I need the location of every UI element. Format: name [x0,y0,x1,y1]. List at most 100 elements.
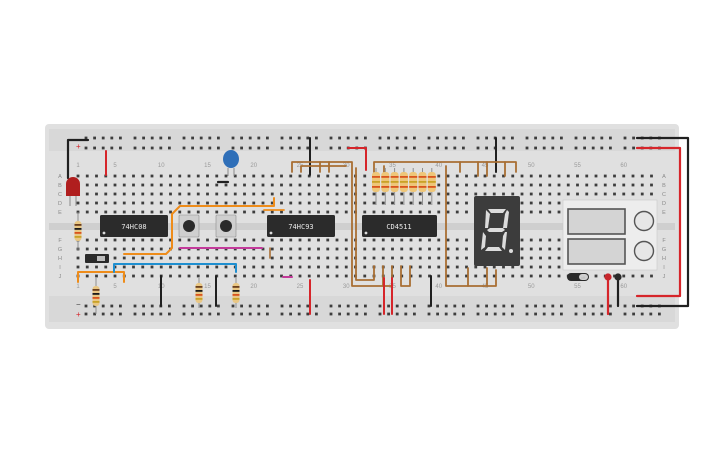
breadboard-hole[interactable] [548,265,552,269]
breadboard-hole[interactable] [453,136,457,140]
breadboard-hole[interactable] [539,274,542,278]
breadboard-hole[interactable] [600,304,604,308]
psu-terminal-negative[interactable] [614,273,622,281]
breadboard-hole[interactable] [122,238,126,242]
breadboard-hole[interactable] [119,312,122,316]
breadboard-hole[interactable] [178,210,182,214]
breadboard-hole[interactable] [548,174,552,178]
breadboard-hole[interactable] [317,192,320,196]
breadboard-hole[interactable] [335,183,339,187]
breadboard-hole[interactable] [196,274,200,278]
breadboard-hole[interactable] [133,146,137,150]
breadboard-hole[interactable] [208,146,212,150]
breadboard-hole[interactable] [418,247,422,251]
breadboard-hole[interactable] [474,174,478,178]
breadboard-hole[interactable] [76,265,80,269]
breadboard-hole[interactable] [298,247,302,251]
breadboard-hole[interactable] [252,192,256,196]
breadboard-hole[interactable] [551,312,555,316]
breadboard-hole[interactable] [428,247,431,251]
breadboard-hole[interactable] [289,238,293,242]
breadboard-hole[interactable] [280,210,283,214]
breadboard-hole[interactable] [307,247,311,251]
breadboard-hole[interactable] [289,256,293,260]
breadboard-hole[interactable] [566,192,570,196]
breadboard-hole[interactable] [233,192,237,196]
pushbutton-1[interactable] [178,214,200,238]
breadboard-hole[interactable] [583,146,586,150]
breadboard-hole[interactable] [266,146,269,150]
breadboard-hole[interactable] [346,136,350,140]
breadboard-hole[interactable] [101,146,105,150]
breadboard-hole[interactable] [150,183,154,187]
breadboard-hole[interactable] [243,210,246,214]
breadboard-hole[interactable] [551,304,555,308]
breadboard-hole[interactable] [178,201,182,205]
breadboard-hole[interactable] [427,304,431,308]
wire-black[interactable] [635,136,690,308]
breadboard-hole[interactable] [378,136,382,140]
breadboard-hole[interactable] [233,201,237,205]
breadboard-hole[interactable] [378,304,382,308]
breadboard-hole[interactable] [233,174,237,178]
breadboard-hole[interactable] [344,183,348,187]
breadboard-hole[interactable] [346,312,350,316]
breadboard-hole[interactable] [317,256,320,260]
breadboard-hole[interactable] [224,238,228,242]
breadboard-hole[interactable] [101,304,105,308]
breadboard-hole[interactable] [317,274,320,278]
breadboard-hole[interactable] [280,247,283,251]
breadboard-hole[interactable] [122,247,126,251]
breadboard-hole[interactable] [133,136,137,140]
breadboard-hole[interactable] [372,238,376,242]
breadboard-hole[interactable] [224,192,228,196]
breadboard-hole[interactable] [492,265,496,269]
breadboard-hole[interactable] [85,183,89,187]
breadboard-hole[interactable] [104,201,108,205]
seven-segment-display[interactable] [474,196,520,266]
breadboard-hole[interactable] [591,312,595,316]
led-red[interactable] [66,177,80,206]
breadboard-hole[interactable] [326,192,330,196]
breadboard-hole[interactable] [539,174,542,178]
breadboard-hole[interactable] [502,312,506,316]
breadboard-hole[interactable] [485,304,488,308]
breadboard-hole[interactable] [178,265,182,269]
breadboard-hole[interactable] [453,312,457,316]
breadboard-hole[interactable] [93,136,96,140]
breadboard-hole[interactable] [387,136,390,140]
breadboard-hole[interactable] [248,304,252,308]
breadboard-hole[interactable] [576,174,579,178]
breadboard-hole[interactable] [113,238,117,242]
breadboard-hole[interactable] [520,192,524,196]
breadboard-hole[interactable] [529,201,533,205]
breadboard-hole[interactable] [142,304,145,308]
breadboard-hole[interactable] [261,274,265,278]
breadboard-hole[interactable] [306,304,310,308]
breadboard-hole[interactable] [364,312,367,316]
breadboard-hole[interactable] [187,192,191,196]
breadboard-hole[interactable] [437,247,441,251]
breadboard-hole[interactable] [557,238,561,242]
breadboard-hole[interactable] [631,192,635,196]
breadboard-hole[interactable] [317,238,320,242]
breadboard-hole[interactable] [252,256,256,260]
breadboard-hole[interactable] [363,201,367,205]
wire-brown[interactable] [400,265,411,287]
breadboard-hole[interactable] [548,274,552,278]
breadboard-hole[interactable] [208,304,212,308]
breadboard-hole[interactable] [548,192,552,196]
breadboard-hole[interactable] [474,265,478,269]
breadboard-hole[interactable] [141,274,145,278]
breadboard-hole[interactable] [520,265,524,269]
breadboard-hole[interactable] [613,274,616,278]
breadboard-hole[interactable] [150,174,154,178]
breadboard-hole[interactable] [168,304,171,308]
breadboard-hole[interactable] [169,174,172,178]
breadboard-hole[interactable] [335,174,339,178]
breadboard-hole[interactable] [95,174,98,178]
wire-brown[interactable] [355,167,375,281]
breadboard-hole[interactable] [640,183,644,187]
breadboard-hole[interactable] [502,136,506,140]
breadboard-hole[interactable] [243,192,246,196]
